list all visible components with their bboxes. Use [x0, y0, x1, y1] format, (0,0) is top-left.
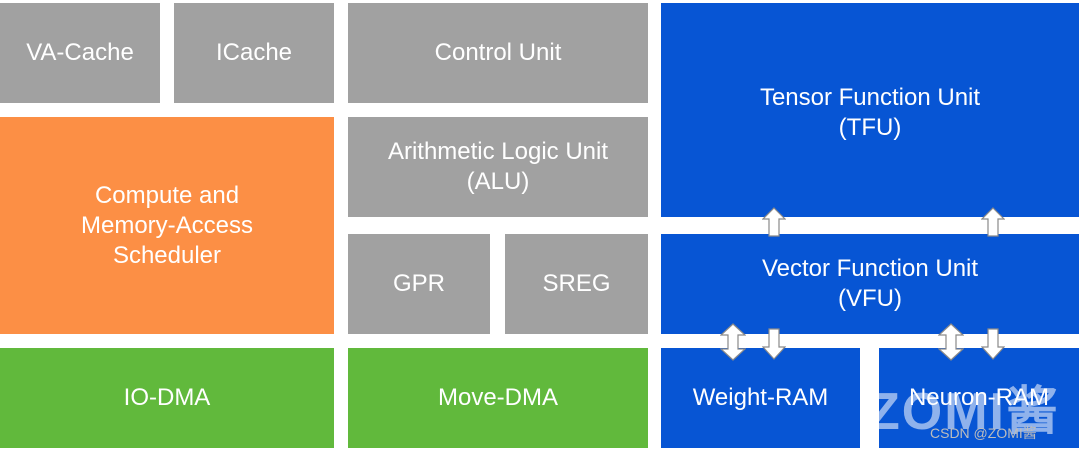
icache-block: ICache [174, 3, 334, 103]
neuron-ram-vfu-double-arrow [938, 323, 964, 361]
va-cache-label: VA-Cache [26, 39, 134, 66]
alu-block: Arithmetic Logic Unit (ALU) [348, 117, 648, 217]
alu-label-line1: Arithmetic Logic Unit [387, 138, 609, 165]
tfu-label-line2: (TFU) [838, 114, 902, 141]
control-unit-label: Control Unit [434, 39, 562, 66]
vfu-label-line1: Vector Function Unit [761, 255, 979, 282]
sreg-label: SREG [542, 270, 611, 297]
scheduler-label-line2: Memory-Access [80, 211, 254, 239]
weight-ram-vfu-double-arrow [720, 323, 746, 361]
move-dma-block: Move-DMA [348, 348, 648, 448]
gpr-block: GPR [348, 234, 490, 334]
weight-ram-block: Weight-RAM [661, 348, 860, 448]
vfu-label-line2: (VFU) [838, 285, 902, 312]
scheduler-label-line1: Compute and [94, 181, 240, 209]
alu-label-line2: (ALU) [466, 168, 530, 195]
control-unit-block: Control Unit [348, 3, 648, 103]
scheduler-block: Compute and Memory-Access Scheduler [0, 117, 334, 334]
watermark-caption: CSDN @ZOMI酱 [930, 425, 1037, 441]
neuron-ram-block: Neuron-RAM [879, 348, 1079, 448]
icache-label: ICache [215, 39, 293, 66]
vfu-block: Vector Function Unit (VFU) [661, 234, 1079, 334]
scheduler-label-line3: Scheduler [112, 241, 222, 269]
weight-ram-label: Weight-RAM [692, 384, 829, 411]
tfu-label-line1: Tensor Function Unit [759, 84, 981, 111]
vfu-to-weight-ram-arrow [762, 328, 786, 360]
vfu-to-tfu-arrow-right [981, 207, 1005, 237]
gpr-label: GPR [392, 270, 445, 297]
io-dma-label: IO-DMA [123, 384, 211, 411]
neuron-ram-label: Neuron-RAM [908, 384, 1050, 411]
vfu-to-tfu-arrow-left [762, 207, 786, 237]
watermark-logo: ZOMI酱 [868, 383, 1060, 441]
va-cache-block: VA-Cache [0, 3, 160, 103]
vfu-to-neuron-ram-arrow [981, 328, 1005, 360]
move-dma-label: Move-DMA [437, 384, 558, 411]
sreg-block: SREG [505, 234, 648, 334]
io-dma-block: IO-DMA [0, 348, 334, 448]
tfu-block: Tensor Function Unit (TFU) [661, 3, 1079, 217]
